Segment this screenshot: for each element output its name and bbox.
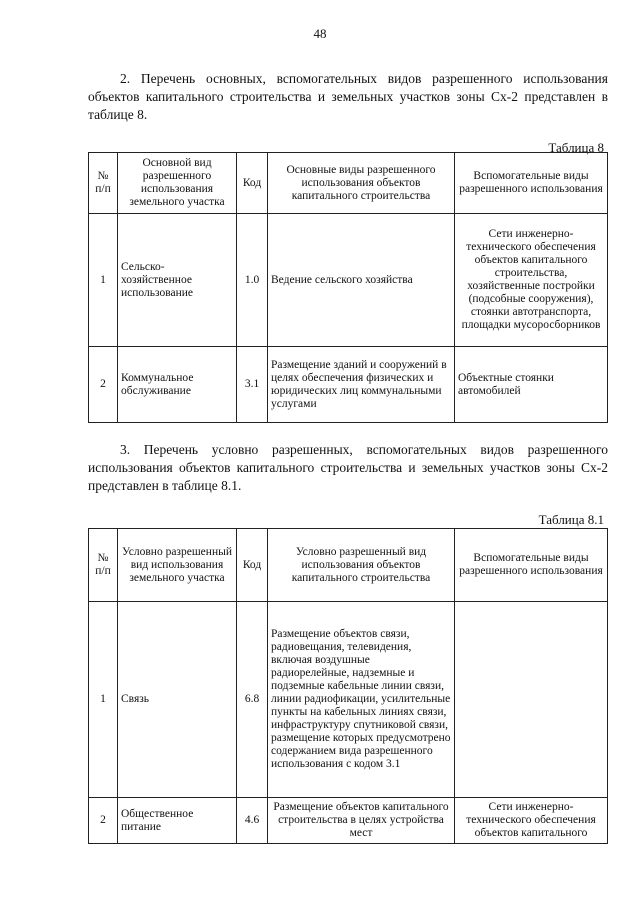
- cell-auxiliary-use: Сети инженерно-технического обеспечения …: [454, 797, 608, 844]
- cell-auxiliary-use: Сети инженерно-технического обеспечения …: [454, 213, 608, 347]
- cell-code: 1.0: [236, 213, 268, 347]
- cell-number: 2: [88, 797, 118, 844]
- cell-number: 2: [88, 346, 118, 423]
- cell-capital-use: Ведение сельского хозяйства: [267, 213, 455, 347]
- paragraph-2-text: 2. Перечень основных, вспомогательных ви…: [88, 71, 608, 122]
- paragraph-3-text: 3. Перечень условно разрешенных, вспомог…: [88, 442, 608, 493]
- table-row: 1 Сельско-хозяйственное использование 1.…: [88, 213, 608, 347]
- paragraph-3: 3. Перечень условно разрешенных, вспомог…: [88, 441, 608, 495]
- header-code: Код: [236, 528, 268, 602]
- cell-number: 1: [88, 213, 118, 347]
- cell-capital-use: Размещение зданий и сооружений в целях о…: [267, 346, 455, 423]
- cell-auxiliary-use: [454, 601, 608, 798]
- header-code: Код: [236, 152, 268, 214]
- cell-capital-use: Размещение объектов капитального строите…: [267, 797, 455, 844]
- header-conditional-use: Условно разрешенный вид использования зе…: [117, 528, 237, 602]
- cell-conditional-use: Общественное питание: [117, 797, 237, 844]
- cell-main-use: Коммунальное обслуживание: [117, 346, 237, 423]
- table-8: № п/п Основной вид разрешенного использо…: [88, 152, 608, 423]
- cell-code: 4.6: [236, 797, 268, 844]
- header-number: № п/п: [88, 528, 118, 602]
- table-header-row: № п/п Условно разрешенный вид использова…: [88, 528, 608, 602]
- header-number: № п/п: [88, 152, 118, 214]
- table-8-1: № п/п Условно разрешенный вид использова…: [88, 528, 608, 844]
- table-row: 2 Коммунальное обслуживание 3.1 Размещен…: [88, 346, 608, 423]
- table-header-row: № п/п Основной вид разрешенного использо…: [88, 152, 608, 214]
- table-8-caption: Таблица 8: [548, 140, 604, 155]
- paragraph-2: 2. Перечень основных, вспомогательных ви…: [88, 70, 608, 124]
- page-number: 48: [313, 26, 327, 41]
- header-auxiliary-use: Вспомогательные виды разрешенного исполь…: [454, 528, 608, 602]
- cell-number: 1: [88, 601, 118, 798]
- table-row: 1 Связь 6.8 Размещение объектов связи, р…: [88, 601, 608, 798]
- cell-code: 3.1: [236, 346, 268, 423]
- cell-capital-use: Размещение объектов связи, радиовещания,…: [267, 601, 455, 798]
- header-capital-use: Основные виды разрешенного использования…: [267, 152, 455, 214]
- header-capital-use: Условно разрешенный вид использования об…: [267, 528, 455, 602]
- header-auxiliary-use: Вспомогательные виды разрешенного исполь…: [454, 152, 608, 214]
- cell-auxiliary-use: Объектные стоянки автомобилей: [454, 346, 608, 423]
- cell-main-use: Сельско-хозяйственное использование: [117, 213, 237, 347]
- table-8-1-caption: Таблица 8.1: [538, 512, 604, 527]
- cell-conditional-use: Связь: [117, 601, 237, 798]
- table-row: 2 Общественное питание 4.6 Размещение об…: [88, 797, 608, 844]
- header-main-use: Основной вид разрешенного использования …: [117, 152, 237, 214]
- cell-code: 6.8: [236, 601, 268, 798]
